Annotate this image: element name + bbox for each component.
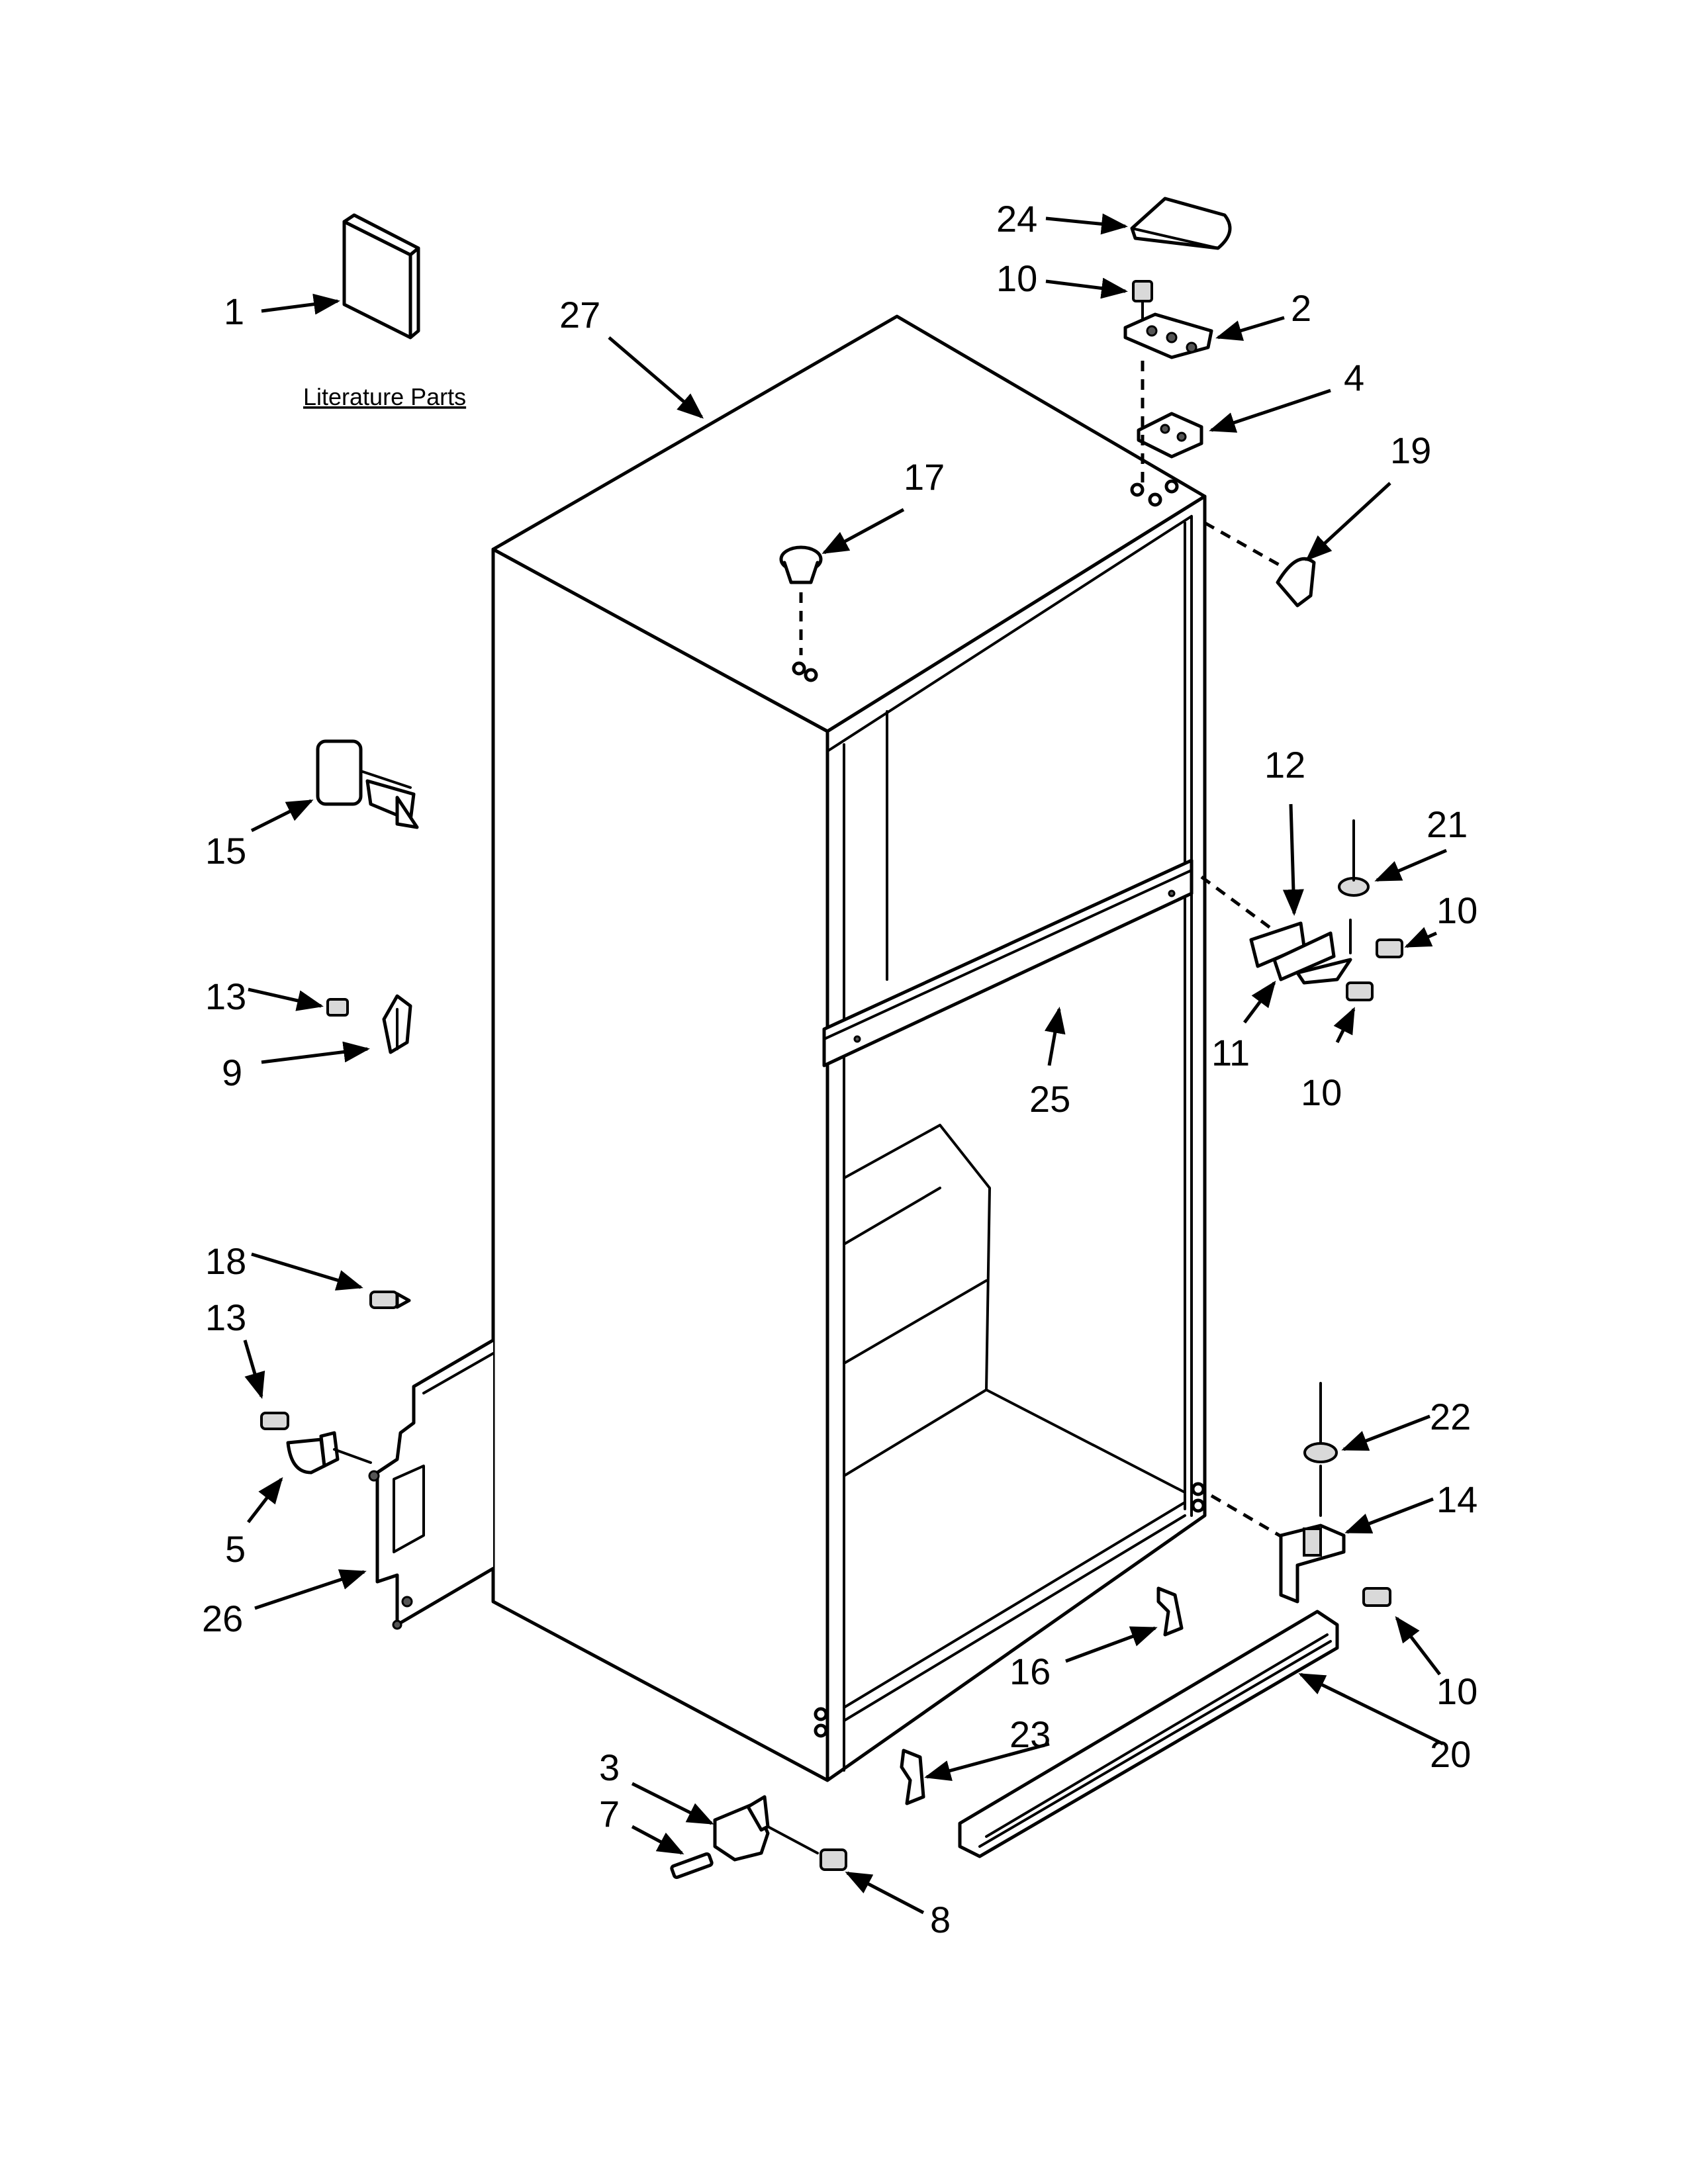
callout-24: 24 [996,198,1037,240]
middle-hinge-assembly [1200,819,1403,1001]
literature-parts-label: Literature Parts [303,383,466,410]
clamp-5-with-screw-13 [260,1412,372,1475]
callout-5: 5 [225,1528,246,1570]
leader-lines [243,213,1447,1915]
callout-26: 26 [202,1598,243,1639]
callout-22: 22 [1430,1396,1471,1437]
lower-hinge-assembly [1210,1382,1391,1607]
callout-7: 7 [599,1793,620,1835]
callout-14: 14 [1436,1479,1477,1520]
callout-2: 2 [1291,287,1311,329]
callout-20: 20 [1430,1733,1471,1775]
roller-assembly [670,1795,847,1880]
plug-17 [779,545,823,655]
side-plate-26 [368,1338,495,1630]
callout-21: 21 [1427,803,1468,845]
screw-18 [369,1291,411,1309]
cabinet-body [491,314,1207,1782]
clip-16 [1156,1586,1184,1637]
callout-1: 1 [224,291,244,332]
callout-10-lower: 10 [1436,1670,1477,1712]
divider-bar-25 [822,858,1194,1068]
callout-8: 8 [930,1899,951,1940]
bracket-9-with-screw-13 [326,994,412,1054]
clip-23 [900,1749,925,1805]
callout-23: 23 [1009,1713,1051,1755]
callout-9: 9 [222,1052,242,1093]
callout-11: 11 [1211,1032,1250,1073]
callout-10-top: 10 [996,257,1037,299]
callout-13-lower: 13 [205,1297,246,1338]
top-hinge-assembly [1123,280,1213,483]
callout-27: 27 [559,294,600,336]
callout-16: 16 [1009,1651,1051,1692]
callout-15: 15 [205,830,246,872]
callout-10-mid-right: 10 [1436,889,1477,931]
callout-3: 3 [599,1747,620,1788]
door-stop-15 [316,739,419,829]
callout-25: 25 [1029,1078,1070,1120]
clip-19 [1203,521,1316,608]
callout-4: 4 [1344,357,1364,398]
callout-17: 17 [904,456,945,498]
toe-grille-20 [958,1610,1339,1858]
literature-parts [342,213,420,340]
callout-12: 12 [1264,744,1305,786]
hinge-cover-24 [1130,197,1232,250]
callout-18: 18 [205,1240,246,1282]
callout-13-upper: 13 [205,976,246,1017]
callout-10-mid-bottom: 10 [1301,1071,1342,1113]
callout-19: 19 [1390,430,1431,471]
